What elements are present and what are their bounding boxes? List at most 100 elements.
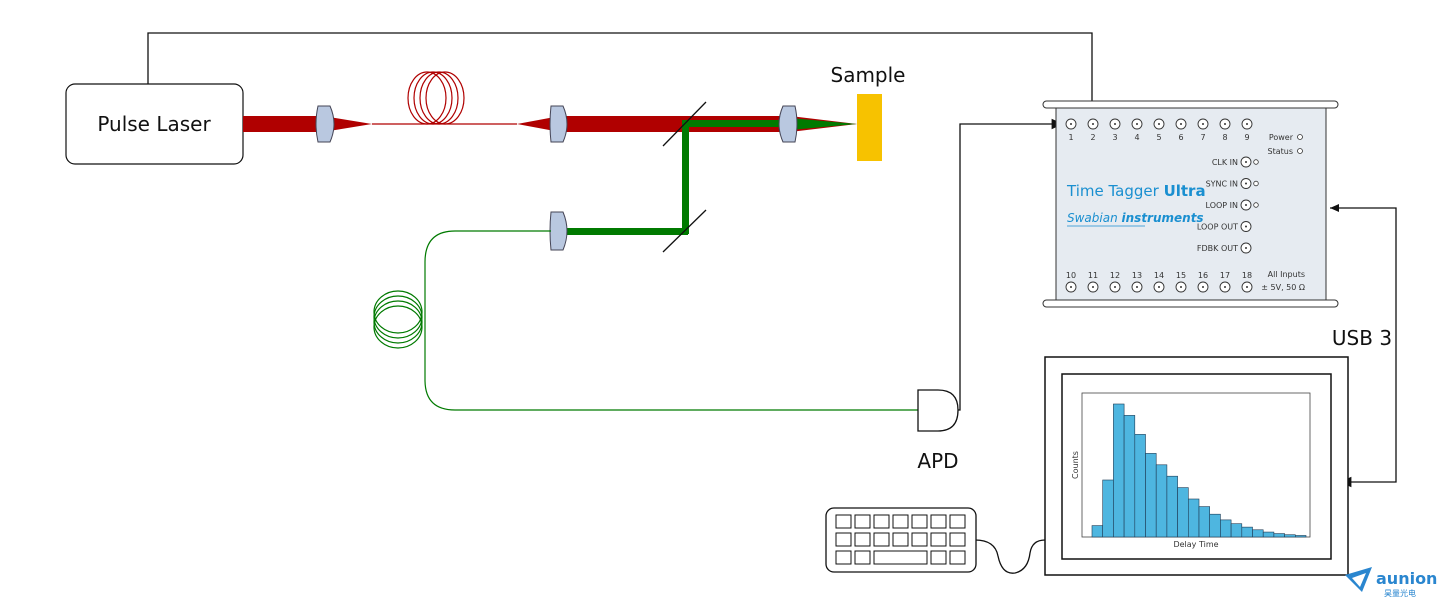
histogram-bar — [1252, 529, 1264, 538]
sample-block — [857, 94, 882, 161]
histogram-bar — [1091, 525, 1103, 538]
device-title: Time Tagger Ultra — [1066, 182, 1206, 200]
input-connector-10: 10 — [1065, 271, 1077, 293]
trigger-cable — [147, 32, 1098, 130]
input-connector-13: 13 — [1131, 271, 1143, 293]
keyboard-key — [930, 550, 947, 565]
green-fiber-coil — [373, 290, 423, 349]
histogram-bar — [1284, 534, 1296, 538]
all-inputs-label: All Inputs — [1268, 270, 1305, 279]
brand-logo: Swabian instruments — [1067, 211, 1204, 225]
channel-label-3: 3 — [1112, 133, 1117, 142]
histogram-bar — [1273, 533, 1285, 538]
svg-text:aunion: aunion — [1376, 569, 1437, 588]
channel-label-6: 6 — [1178, 133, 1183, 142]
pulse-laser-label: Pulse Laser — [97, 112, 211, 136]
histogram-bar — [1220, 519, 1232, 538]
histogram-bar — [1241, 526, 1253, 538]
channel-label-8: 8 — [1222, 133, 1227, 142]
keyboard-key — [835, 514, 852, 529]
channel-label-13: 13 — [1132, 271, 1142, 280]
keyboard-key — [930, 532, 947, 547]
beam-expand-cone — [517, 116, 560, 132]
green-fiber — [424, 230, 918, 411]
keyboard-key — [949, 532, 966, 547]
svg-text:LOOP IN: LOOP IN — [1206, 201, 1238, 210]
channel-label-2: 2 — [1090, 133, 1095, 142]
status-label: Status — [1268, 147, 1294, 156]
keyboard-key — [930, 514, 947, 529]
input-connector-5: 5 — [1153, 118, 1165, 142]
svg-text:FDBK OUT: FDBK OUT — [1197, 244, 1238, 253]
port-loop-in: LOOP IN — [1206, 199, 1259, 211]
keyboard — [825, 507, 977, 573]
channel-label-16: 16 — [1198, 271, 1208, 280]
histogram-bar — [1177, 487, 1189, 538]
input-connector-12: 12 — [1109, 271, 1121, 293]
input-connector-2: 2 — [1087, 118, 1099, 142]
usb-cable — [1330, 207, 1397, 488]
beam-focus-cone — [323, 116, 372, 132]
keyboard-cable — [974, 539, 1046, 574]
svg-text:昊量光电: 昊量光电 — [1384, 588, 1416, 598]
input-connector-3: 3 — [1109, 118, 1121, 142]
keyboard-key — [892, 514, 909, 529]
histogram-bar — [1166, 475, 1178, 538]
input-connector-8: 8 — [1219, 118, 1231, 142]
input-connector-11: 11 — [1087, 271, 1099, 293]
port-fdbk-out: FDBK OUT — [1197, 242, 1252, 254]
keyboard-key — [949, 514, 966, 529]
svg-text:LOOP OUT: LOOP OUT — [1197, 223, 1238, 232]
keyboard-key — [835, 550, 852, 565]
keyboard-key — [835, 532, 852, 547]
fold-mirror — [662, 209, 707, 253]
histogram-bar — [1188, 498, 1200, 538]
status-led — [1297, 148, 1303, 154]
input-connector-1: 1 — [1065, 118, 1077, 142]
keyboard-key — [873, 514, 890, 529]
usb-label: USB 3 — [1332, 326, 1392, 350]
input-connector-18: 18 — [1241, 271, 1253, 293]
apd-detector — [917, 389, 959, 432]
histogram-bar — [1155, 464, 1168, 538]
green-beam — [567, 118, 857, 235]
input-connector-14: 14 — [1153, 271, 1165, 293]
svg-text:SYNC IN: SYNC IN — [1206, 180, 1238, 189]
channel-label-7: 7 — [1200, 133, 1205, 142]
channel-label-15: 15 — [1176, 271, 1186, 280]
keyboard-key — [892, 532, 909, 547]
sample-label: Sample — [831, 63, 906, 87]
histogram-bar — [1134, 434, 1146, 538]
channel-label-18: 18 — [1242, 271, 1252, 280]
channel-label-1: 1 — [1068, 133, 1073, 142]
power-label: Power — [1269, 133, 1294, 142]
histogram-xlabel: Delay Time — [1173, 540, 1218, 549]
keyboard-key — [873, 550, 928, 565]
channel-label-17: 17 — [1220, 271, 1230, 280]
lens-focus — [315, 105, 335, 143]
keyboard-key — [854, 550, 871, 565]
keyboard-key — [854, 514, 871, 529]
input-connector-6: 6 — [1175, 118, 1187, 142]
channel-label-4: 4 — [1134, 133, 1139, 142]
histogram-bar — [1209, 513, 1221, 538]
histogram-bar — [1123, 415, 1136, 538]
input-spec-label: ± 5V, 50 Ω — [1261, 283, 1305, 292]
keyboard-key — [911, 532, 928, 547]
histogram-bar — [1102, 479, 1114, 538]
lens-objective — [778, 105, 798, 143]
histogram-bar — [1198, 506, 1210, 538]
port-loop-out: LOOP OUT — [1197, 221, 1252, 232]
red-fiber-coil — [407, 71, 465, 125]
computer-monitor: Delay Time Counts — [1044, 356, 1349, 576]
channel-label-10: 10 — [1066, 271, 1076, 280]
port-sync-in: SYNC IN — [1206, 178, 1259, 189]
histogram-bar — [1145, 453, 1157, 538]
channel-label-14: 14 — [1154, 271, 1164, 280]
channel-label-12: 12 — [1110, 271, 1120, 280]
histogram-bar — [1262, 531, 1275, 538]
apd-label: APD — [917, 449, 958, 473]
lens-collimator — [549, 105, 568, 143]
aunion-logo: aunion 昊量光电 — [1345, 567, 1437, 598]
histogram-bar — [1230, 523, 1243, 538]
